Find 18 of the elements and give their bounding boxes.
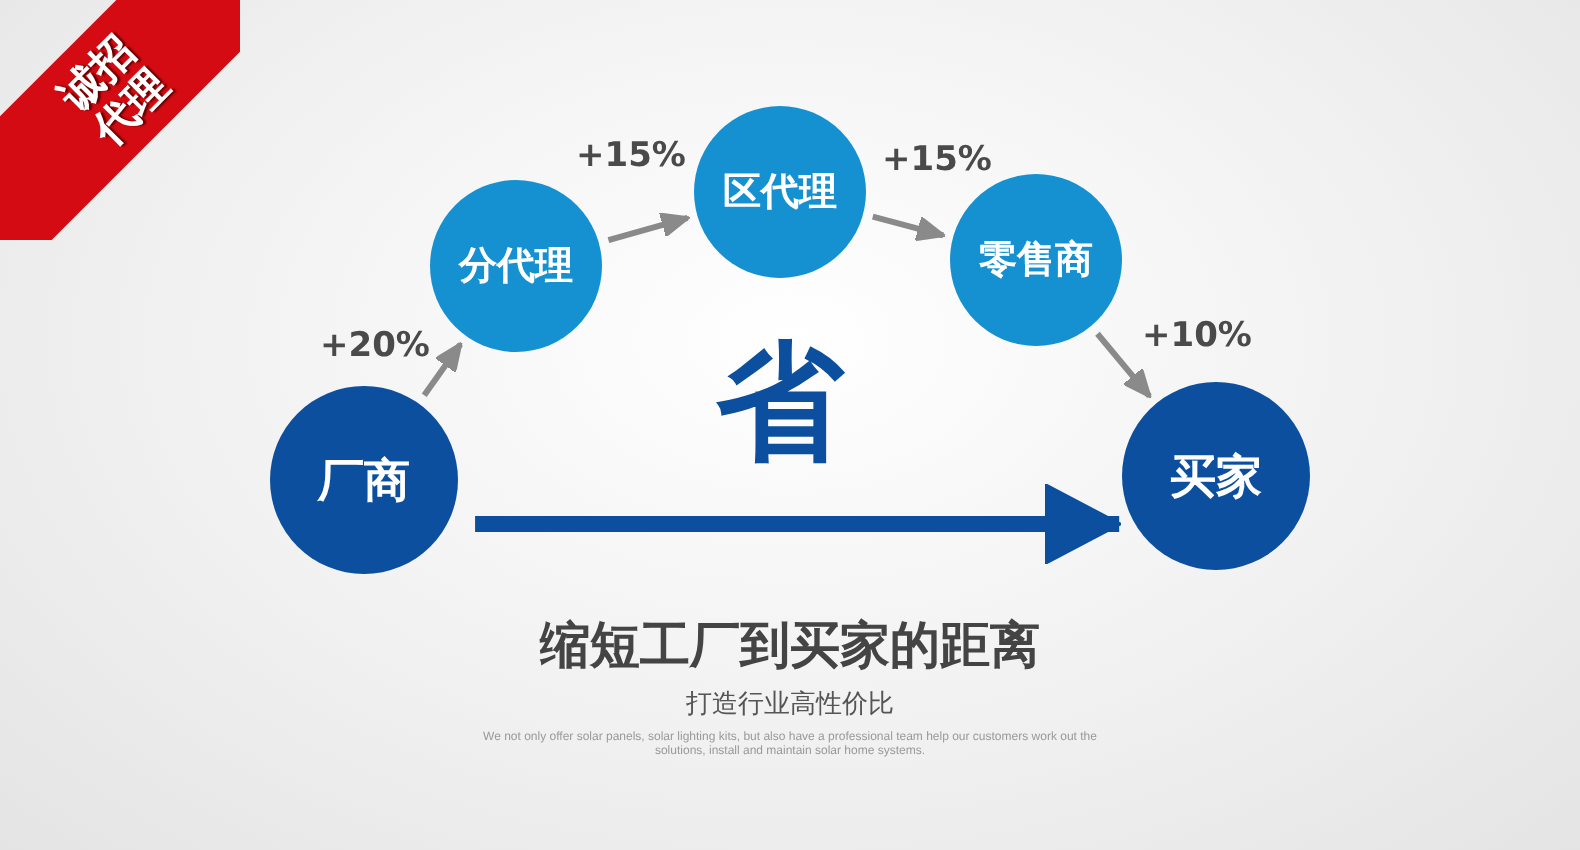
corner-ribbon: 诚招代理 [0,0,240,240]
arrow [872,213,947,242]
save-character: 省 [716,340,844,468]
circle-node: 分代理 [430,180,602,352]
markup-label: +20% [320,330,430,364]
circle-node: 区代理 [694,106,866,278]
circle-node: 厂商 [270,386,458,574]
arrow [607,212,691,243]
circle-node: 零售商 [950,174,1122,346]
markup-label: +10% [1142,320,1252,354]
title: 缩短工厂到买家的距离 [537,614,1042,678]
markup-label: +15% [576,140,686,174]
circle-node: 买家 [1122,382,1310,570]
arrow [1095,331,1152,399]
arrow [421,341,463,397]
markup-label: +15% [882,144,992,178]
arrow [475,483,1123,565]
subtitle: 打造行业高性价比 [684,688,896,722]
